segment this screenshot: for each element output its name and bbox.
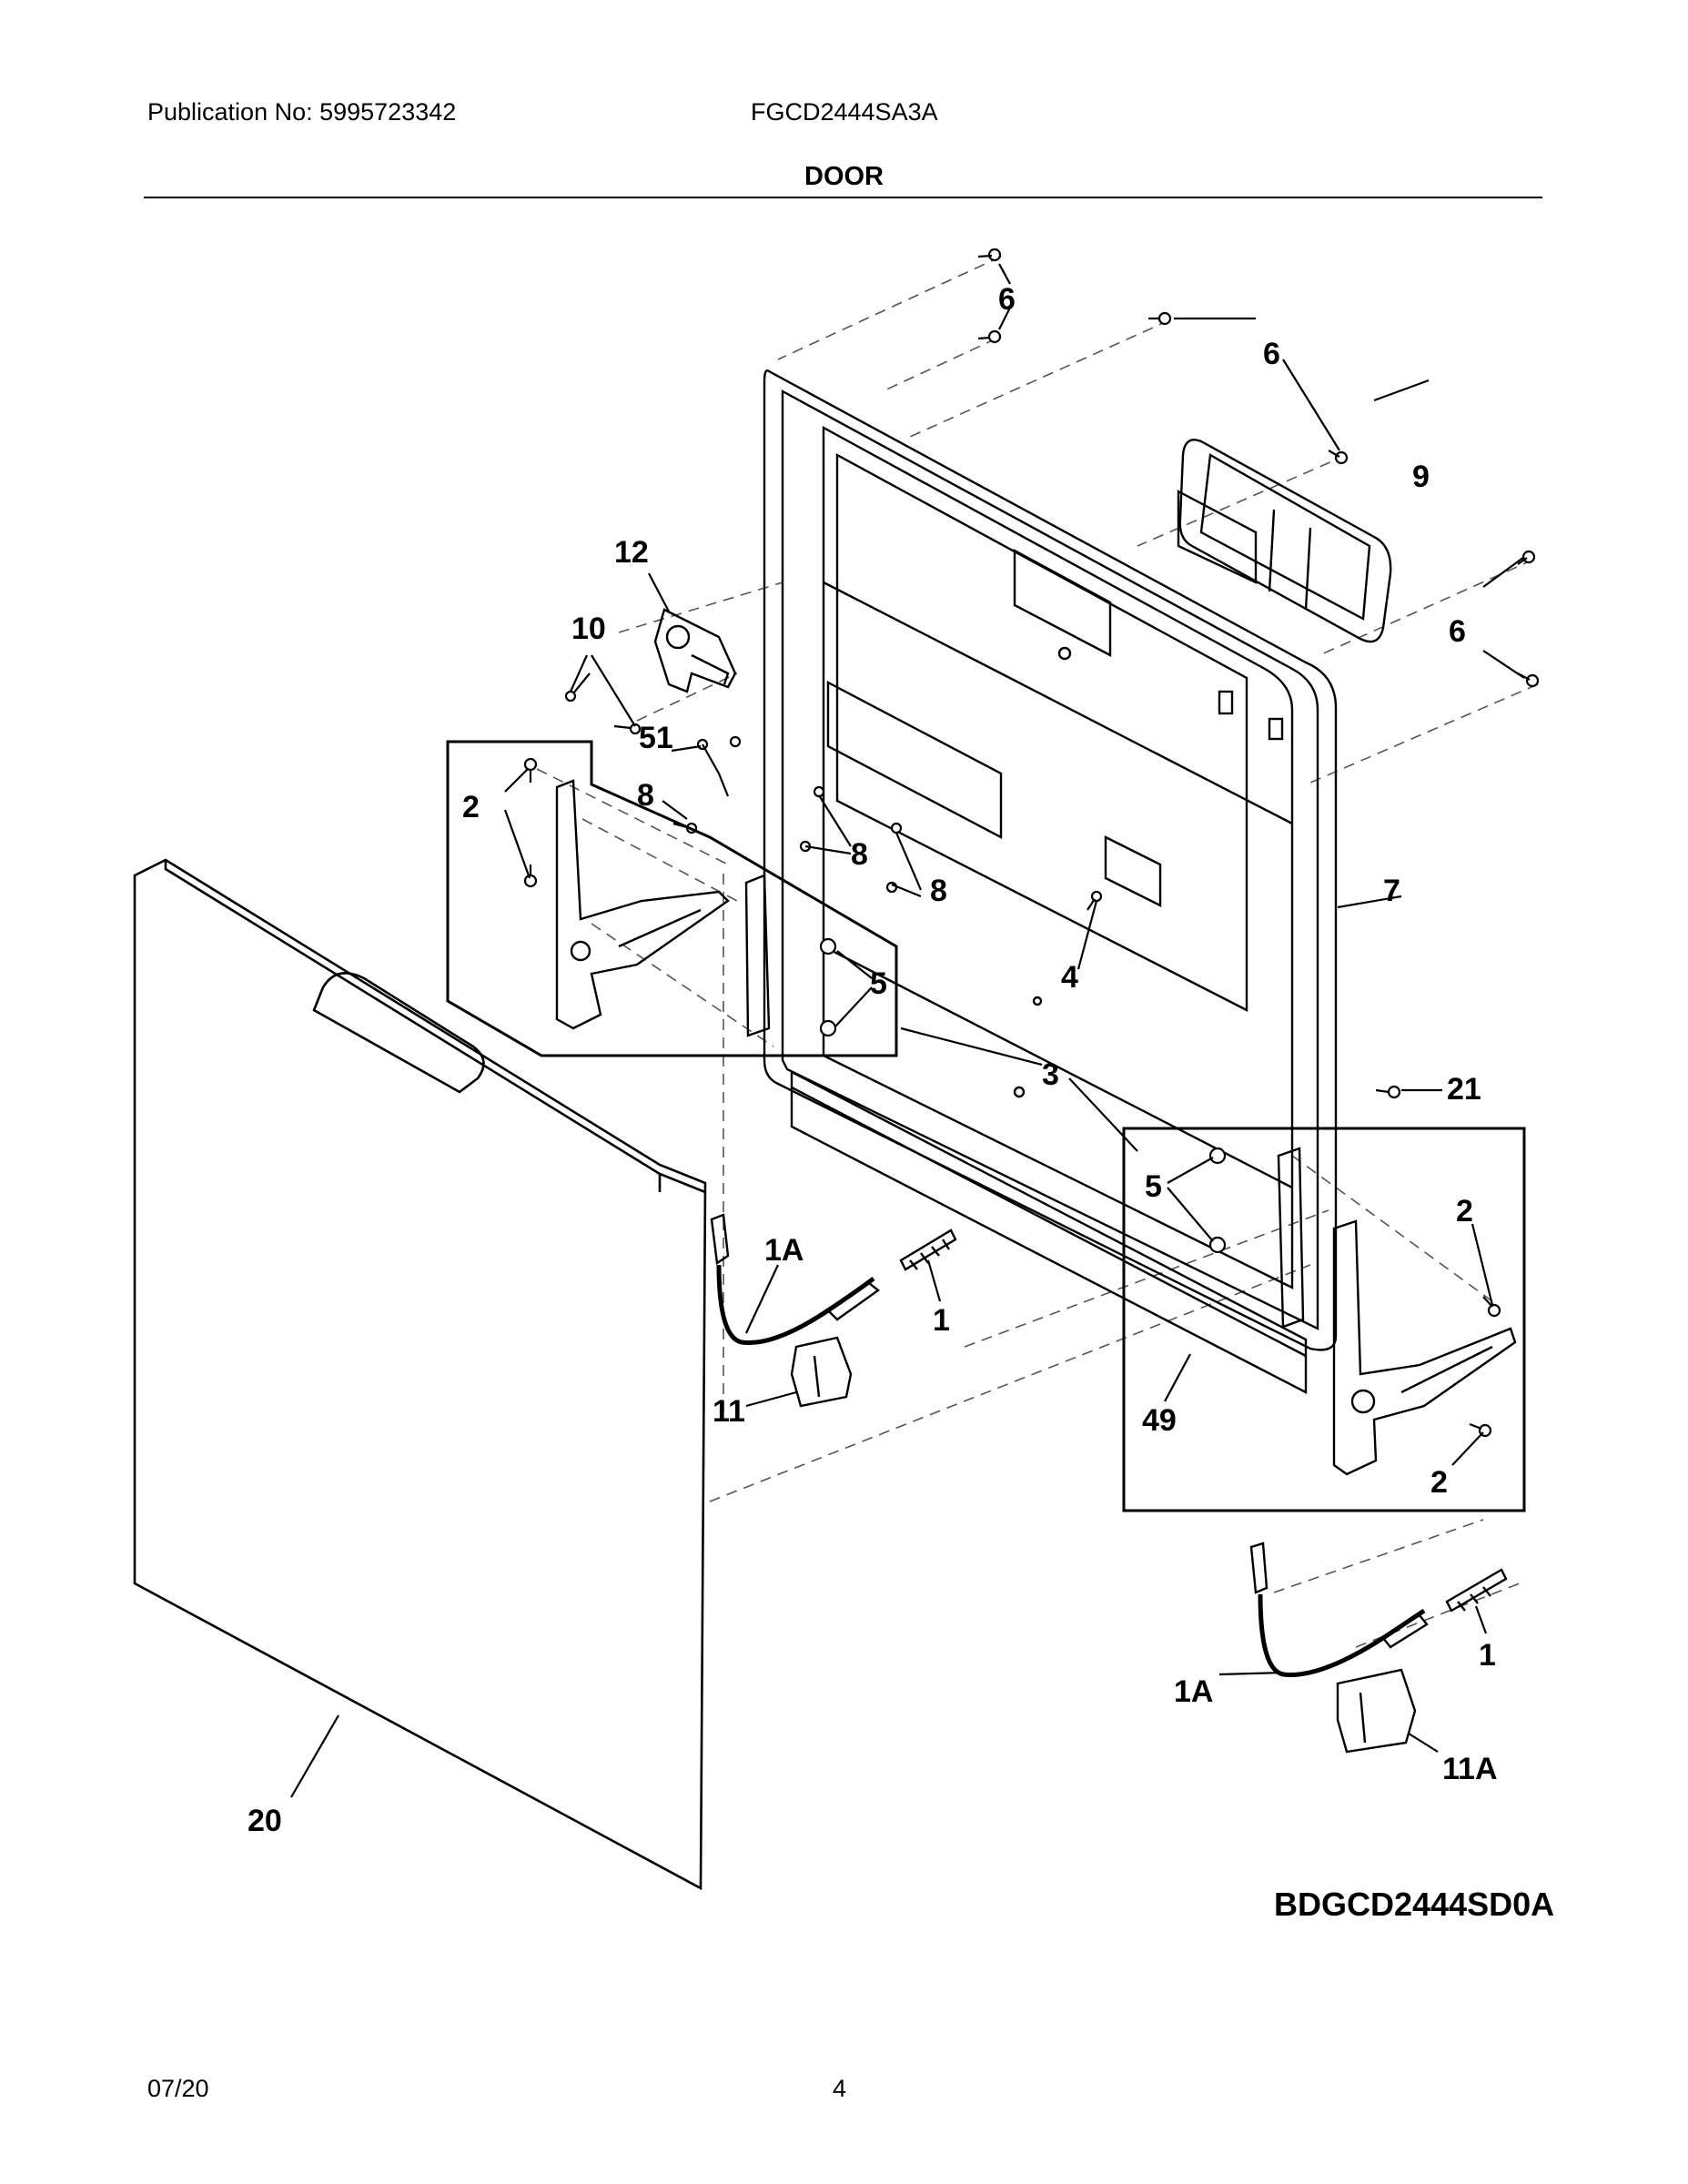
callout-5-right: 5 — [1145, 1169, 1162, 1204]
callout-1A-left: 1A — [764, 1233, 804, 1268]
callout-leaders — [290, 263, 1525, 1798]
door-link — [696, 738, 730, 797]
callout-6-upper: 6 — [1263, 337, 1280, 371]
door-latch — [653, 608, 737, 693]
callout-21: 21 — [1447, 1072, 1481, 1107]
callout-8-center: 8 — [851, 837, 868, 872]
right-door-spring — [1445, 1568, 1508, 1613]
page-number: 4 — [833, 2075, 847, 2102]
assembly-guide-lines — [536, 256, 1539, 1648]
callout-9: 9 — [1412, 460, 1430, 494]
right-cable-pulley — [1336, 1668, 1417, 1754]
footer-date: 07/20 — [147, 2075, 209, 2102]
left-hinge-bracket — [555, 779, 771, 1037]
left-door-spring — [899, 1228, 957, 1271]
callout-2-right-upper: 2 — [1456, 1194, 1473, 1228]
callout-8-right: 8 — [930, 874, 947, 908]
section-title: DOOR — [804, 162, 884, 191]
callout-2-left: 2 — [462, 790, 480, 824]
callout-1A-right: 1A — [1174, 1674, 1213, 1709]
publication-number: Publication No: 5995723342 — [147, 98, 457, 126]
callout-6-right: 6 — [1449, 614, 1466, 649]
callout-11: 11 — [713, 1394, 745, 1429]
callout-2-right-lower: 2 — [1430, 1465, 1448, 1500]
diagram-code: BDGCD2444SD0A — [1274, 1886, 1555, 1923]
callout-7: 7 — [1383, 874, 1400, 908]
left-door-cable — [710, 1213, 880, 1346]
model-number: FGCD2444SA3A — [751, 98, 938, 126]
header-rule — [144, 197, 1542, 198]
outer-door-panel — [133, 858, 707, 1891]
callout-labels: 6 6 9 6 12 10 51 8 8 8 2 7 4 5 3 21 5 2 … — [248, 282, 1498, 1838]
callout-51: 51 — [639, 721, 673, 755]
right-hinge-inset-frame — [1122, 1127, 1526, 1512]
callout-1-right: 1 — [1479, 1638, 1496, 1673]
screws — [523, 248, 1540, 1438]
callout-12: 12 — [614, 535, 649, 570]
inner-door-panel — [763, 369, 1338, 1351]
right-hinge-bracket — [1277, 1147, 1517, 1476]
control-module — [1177, 439, 1392, 643]
callout-20: 20 — [248, 1804, 282, 1838]
right-door-cable — [1249, 1542, 1429, 1677]
callout-11A: 11A — [1442, 1752, 1498, 1786]
callout-4: 4 — [1061, 960, 1078, 995]
left-hinge-inset-frame — [446, 740, 898, 1057]
callout-6-top: 6 — [998, 282, 1016, 317]
left-cable-pulley — [790, 1336, 853, 1408]
callout-8-left: 8 — [637, 778, 654, 813]
callout-1-left: 1 — [933, 1303, 950, 1338]
callout-5-left: 5 — [870, 966, 887, 1001]
callout-3: 3 — [1042, 1057, 1059, 1092]
callout-49: 49 — [1142, 1403, 1177, 1438]
bottom-rail — [790, 1070, 1308, 1394]
callout-10: 10 — [571, 612, 606, 646]
